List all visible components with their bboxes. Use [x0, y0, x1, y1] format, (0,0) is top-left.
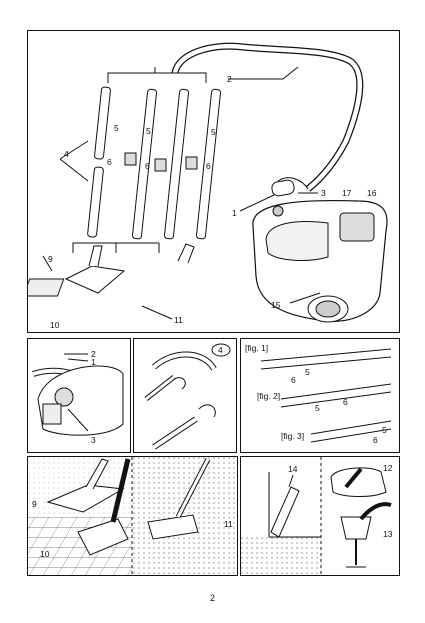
- callout-2: 2: [227, 74, 232, 84]
- callout-3: 3: [91, 435, 96, 445]
- vacuum-body: [252, 199, 388, 323]
- callout-6-a: 6: [107, 157, 112, 167]
- callout-5-a: 5: [114, 123, 119, 133]
- callout-11: 11: [174, 315, 183, 325]
- page-number: 2: [209, 593, 215, 603]
- callout-11: 11: [224, 519, 233, 529]
- callout-14: 14: [288, 464, 298, 474]
- fig3-callout-6: 6: [373, 435, 378, 445]
- fig2-callout-6: 6: [343, 397, 348, 407]
- callout-9: 9: [48, 254, 53, 264]
- panel-accessory-nozzles: 14 12 13: [240, 456, 400, 576]
- fig2-callout-5: 5: [315, 403, 320, 413]
- fig1-callout-6: 6: [291, 375, 296, 385]
- callout-17: 17: [342, 188, 352, 198]
- callout-6-c: 6: [206, 161, 211, 171]
- tube-locking-illustration: [fig. 1] [fig. 2] [fig. 3] 5 6 5 6 5 6: [245, 343, 392, 445]
- fig3-label: [fig. 3]: [281, 431, 304, 441]
- vacuum-overview-illustration: 2 1 3 17 16 4 5 5 5 6 6 6 9 10 11 15: [28, 42, 388, 330]
- tube-assembly-illustration: 4: [144, 343, 231, 450]
- panel-tube-locking: [fig. 1] [fig. 2] [fig. 3] 5 6 5 6 5 6: [240, 338, 400, 453]
- callout-1: 1: [232, 208, 237, 218]
- hose-handle: [271, 179, 295, 197]
- fig1-label: [fig. 1]: [245, 343, 268, 353]
- fig3-callout-5: 5: [382, 425, 387, 435]
- callout-4: 4: [64, 149, 69, 159]
- hose-connect-illustration: 2 1 3: [32, 349, 124, 445]
- callout-6-b: 6: [145, 161, 150, 171]
- callout-15: 15: [271, 300, 281, 310]
- panel-floor-nozzle: 9 10 11: [27, 456, 238, 576]
- callout-12: 12: [383, 463, 393, 473]
- callout-10: 10: [50, 320, 60, 330]
- step-badge: [211, 343, 231, 357]
- callout-2: 2: [91, 349, 96, 359]
- callout-9: 9: [32, 499, 37, 509]
- fig2-label: [fig. 2]: [257, 391, 280, 401]
- floor-nozzle-illustration: 9 10 11: [28, 457, 237, 575]
- overview-panel: 2 1 3 17 16 4 5 5 5 6 6 6 9 10 11 15: [27, 30, 400, 333]
- callout-5-c: 5: [211, 127, 216, 137]
- panel-tube-assembly: 4: [133, 338, 237, 453]
- accessory-nozzles-illustration: 14 12 13: [241, 457, 393, 575]
- extension-tubes: [87, 86, 222, 240]
- callout-16: 16: [367, 188, 377, 198]
- callout-5-b: 5: [146, 126, 151, 136]
- panel-hose-connect: 2 1 3: [27, 338, 131, 453]
- callout-10: 10: [40, 549, 50, 559]
- nozzles: [28, 243, 195, 297]
- step-badge-label: 4: [218, 345, 223, 355]
- fig1-callout-5: 5: [305, 367, 310, 377]
- callout-13: 13: [383, 529, 393, 539]
- hose: [171, 42, 364, 192]
- callout-3: 3: [321, 188, 326, 198]
- callout-1: 1: [91, 357, 96, 367]
